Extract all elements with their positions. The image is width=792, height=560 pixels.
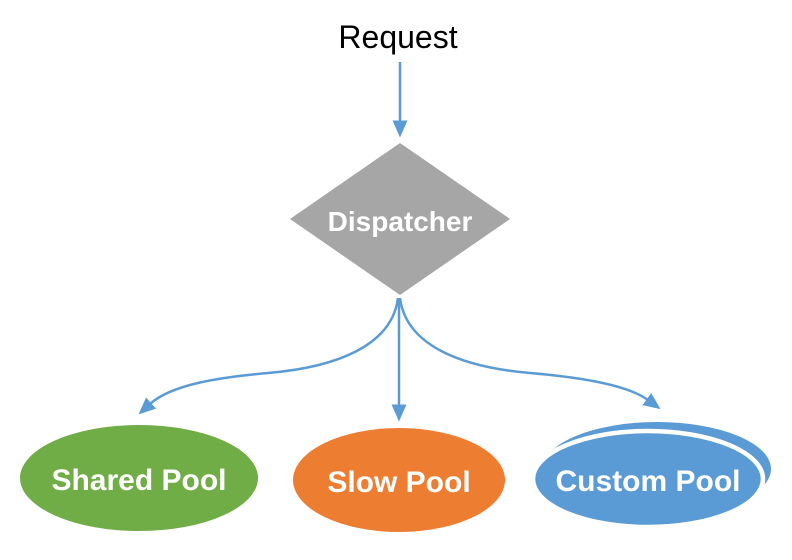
slow-pool-node xyxy=(293,428,505,532)
arrow-dispatcher-to-shared-pool xyxy=(138,297,400,415)
dispatcher-label: Dispatcher xyxy=(328,206,473,237)
custom-pool-node xyxy=(530,428,766,530)
shared-pool-node xyxy=(20,425,258,531)
request-label: Request xyxy=(338,19,457,55)
slow-pool-label: Slow Pool xyxy=(327,466,470,499)
shared-pool-label: Shared Pool xyxy=(51,464,226,497)
arrow-dispatcher-to-custom-pool xyxy=(398,297,661,410)
dispatcher-node xyxy=(290,143,510,295)
custom-pool-label: Custom Pool xyxy=(556,465,741,498)
